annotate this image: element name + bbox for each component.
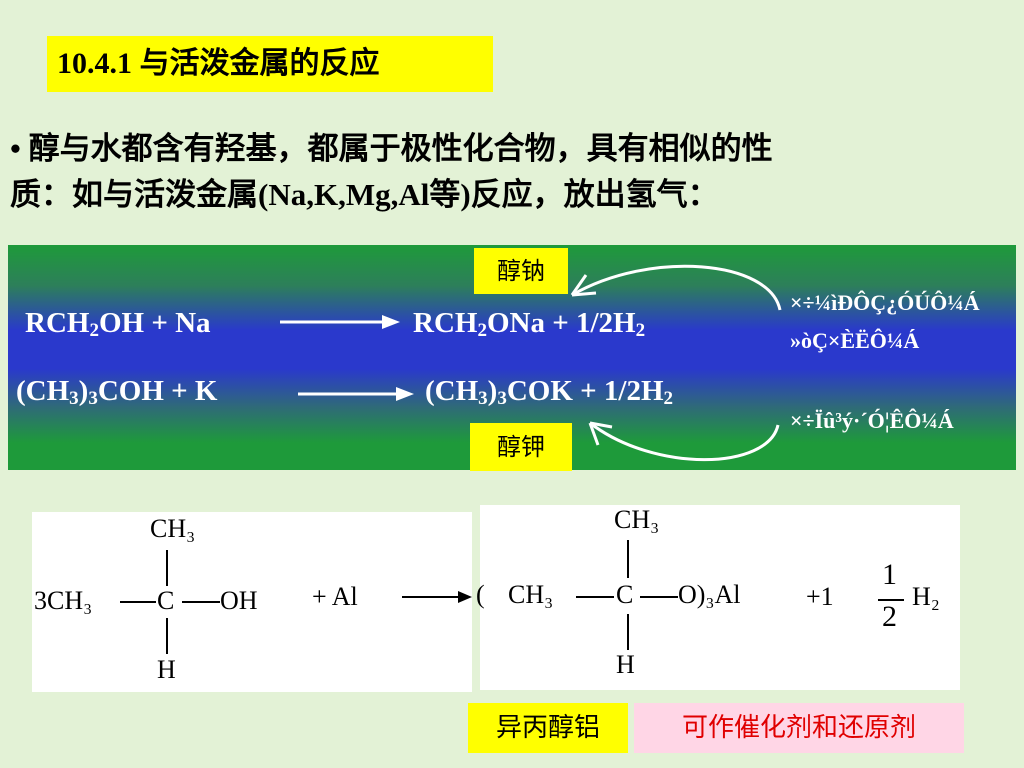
right-o-al: O)₃Al <box>678 580 741 609</box>
hydrogen-product: H₂ <box>912 582 940 611</box>
curved-arrow-bottom <box>588 421 780 462</box>
left-carbon: C <box>157 586 175 615</box>
left-oh: OH <box>220 586 258 615</box>
curved-arrow-top <box>570 264 782 311</box>
plus-al: + Al <box>312 582 358 611</box>
product-use-label: 可作催化剂和还原剂 <box>634 703 964 753</box>
bullet-paragraph: • 醇与水都含有羟基，都属于极性化合物，具有相似的性 质：如与活泼金属(Na,K… <box>10 126 1010 218</box>
right-ch3-top: CH₃ <box>614 505 660 534</box>
bullet-line-1: • 醇与水都含有羟基，都属于极性化合物，具有相似的性 <box>10 126 1010 172</box>
reaction-1-reactants: RCH2OH + Na <box>25 307 211 341</box>
bullet-marker: • <box>10 131 21 166</box>
right-ch3: CH₃ <box>508 580 554 609</box>
reaction-arrows <box>280 264 782 462</box>
reaction-1-arrow <box>280 315 400 329</box>
left-ch3-top: CH₃ <box>150 514 196 543</box>
bullet-line-2: 质：如与活泼金属(Na,K,Mg,Al等)反应，放出氢气： <box>10 172 1010 218</box>
bullet-metals: Na,K,Mg,Al <box>268 177 430 212</box>
reaction-2-reactants: (CH3)3COH + K <box>16 375 218 409</box>
bullet-line-2-pre: 质：如与活泼金属( <box>10 177 269 212</box>
right-carbon: C <box>616 580 634 609</box>
bullet-line-1-text: 醇与水都含有羟基，都属于极性化合物，具有相似的性 <box>20 131 773 166</box>
left-3ch3: 3CH₃ <box>34 586 93 615</box>
structure-panel-left <box>32 512 472 692</box>
reaction-2-arrow <box>298 387 414 401</box>
garbled-text-1: ×÷¼ìÐÔÇ¿ÓÚÔ¼Á <box>790 290 980 315</box>
slide-title: 10.4.1 与活泼金属的反应 <box>47 36 493 92</box>
right-h: H <box>616 650 635 679</box>
garbled-text-3: ×÷Ïû³ý·´Ó¦ÊÔ¼Á <box>790 408 954 433</box>
structure-bonds <box>120 540 904 654</box>
fraction-denominator: 2 <box>882 600 897 633</box>
fraction-numerator: 1 <box>882 558 897 591</box>
structure-panel-right <box>480 505 960 690</box>
bullet-line-2-post: 等)反应，放出氢气： <box>429 177 719 212</box>
plus-one: +1 <box>806 582 834 611</box>
left-h: H <box>157 655 176 684</box>
reaction-1-products: RCH2ONa + 1/2H2 <box>413 307 646 341</box>
garbled-text-2: »òÇ×ÈËÔ¼Á <box>790 328 920 353</box>
label-potassium-alkoxide: 醇钾 <box>470 423 572 471</box>
product-name-label: 异丙醇铝 <box>468 703 628 753</box>
label-sodium-alkoxide: 醇钠 <box>474 248 568 294</box>
reaction-2-products: (CH3)3COK + 1/2H2 <box>425 375 674 409</box>
right-paren-open: ( <box>476 580 485 609</box>
